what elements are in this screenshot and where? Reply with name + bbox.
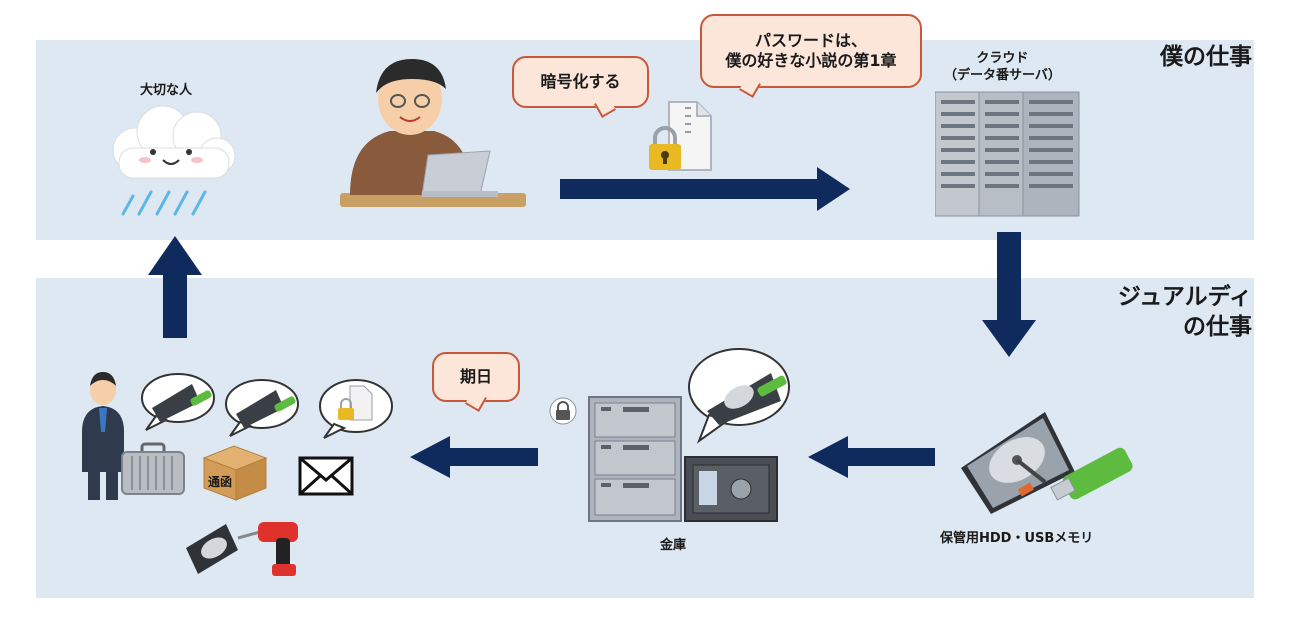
cloud-label: クラウド （データ番サーバ） [944, 50, 1061, 84]
cardboard-box-icon [202, 445, 268, 501]
important-person-label: 大切な人 [140, 83, 193, 98]
cloud-label-line1: クラウド [976, 51, 1029, 66]
section-title-my-work: 僕の仕事 [1160, 44, 1252, 70]
arrow-left-to-safe [808, 436, 935, 478]
encrypt-callout: 暗号化する [512, 56, 649, 108]
section-title-agent-work-line1: ジュアルディ [1117, 284, 1252, 310]
storage-label: 保管用HDD・USBメモリ [940, 531, 1094, 546]
arrow-down-to-storage [982, 232, 1036, 357]
box-label: 通函 [208, 475, 233, 489]
deadline-callout: 期日 [432, 352, 520, 402]
server-rack-icon [935, 91, 1080, 217]
hdd-thought-bubble-1 [141, 373, 215, 431]
storage-thought-bubble [688, 348, 790, 444]
sad-cloud-icon [112, 105, 236, 216]
filing-cabinet-safe-icon [549, 396, 778, 522]
file-thought-bubble [319, 379, 393, 439]
password-callout-line2: 僕の好きな小説の第1章 [725, 51, 897, 70]
arrow-left-to-delivery [410, 436, 538, 478]
businessman-icon [82, 372, 124, 500]
arrow-up-to-person [148, 236, 202, 338]
locked-zip-file-icon [649, 101, 712, 171]
cloud-label-line2: （データ番サーバ） [944, 68, 1061, 83]
drill-destroying-hdd-icon [186, 522, 298, 576]
hard-drive-usb-icon [961, 412, 1133, 514]
safe-label: 金庫 [660, 538, 687, 553]
password-callout-line1: パスワードは、 [754, 31, 867, 50]
envelope-icon [298, 456, 354, 496]
hdd-thought-bubble-2 [225, 379, 299, 437]
password-callout: パスワードは、 僕の好きな小説の第1章 [700, 14, 922, 88]
man-with-laptop-icon [340, 59, 526, 207]
briefcase-icon [121, 442, 185, 495]
section-title-agent-work: ジュアルディ の仕事 [1118, 282, 1252, 342]
arrow-right-to-cloud [560, 167, 850, 211]
section-title-agent-work-line2: の仕事 [1183, 314, 1252, 340]
